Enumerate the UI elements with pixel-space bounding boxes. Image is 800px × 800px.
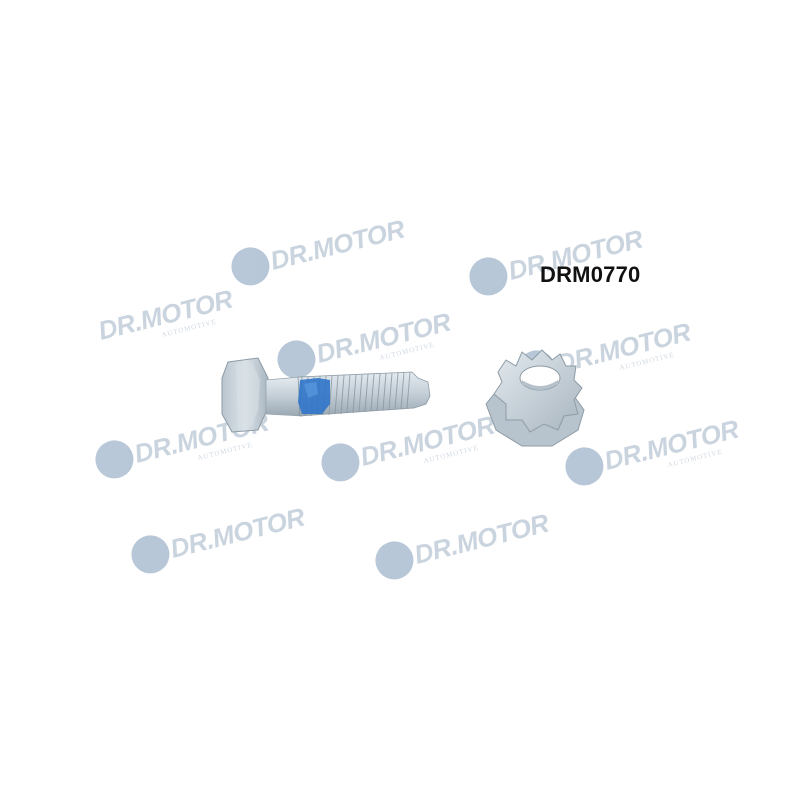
splined-nut xyxy=(485,349,585,447)
product-code: DRM0770 xyxy=(540,262,641,287)
nut-teeth xyxy=(493,349,583,433)
bolt xyxy=(221,357,431,433)
bolt-shank xyxy=(265,376,303,417)
